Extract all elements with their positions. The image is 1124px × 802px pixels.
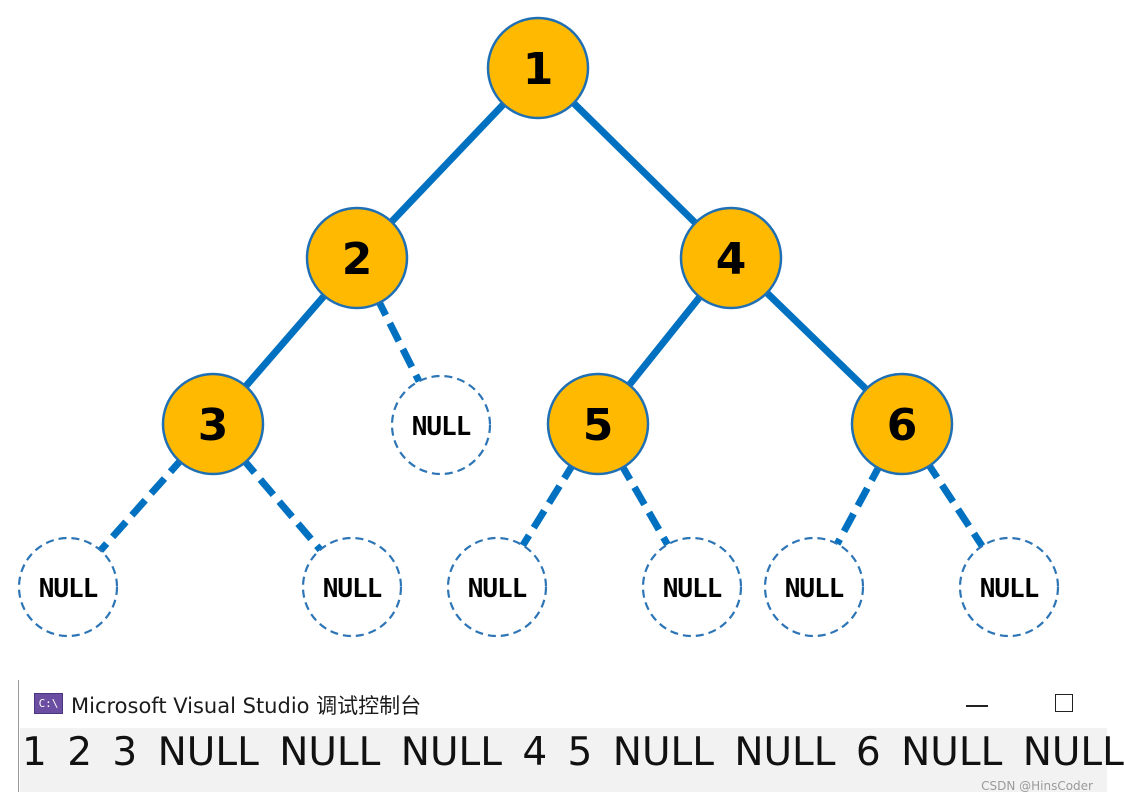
tree-node-6: 6 <box>850 372 954 476</box>
node-label: 1 <box>523 44 554 95</box>
null-node-circle <box>390 374 492 476</box>
null-node: NULL <box>958 536 1060 638</box>
null-node-label: NULL <box>663 574 722 604</box>
node-circle <box>546 372 650 476</box>
console-app-icon: C:\ <box>34 693 63 714</box>
edge-n2-null2r <box>373 295 427 392</box>
node-circle <box>679 206 783 310</box>
node-label: 2 <box>342 234 373 285</box>
edge-n4-n6 <box>760 286 876 399</box>
null-node-label: NULL <box>39 574 98 604</box>
null-node: NULL <box>17 536 119 638</box>
tree-node-5: 5 <box>546 372 650 476</box>
node-circle <box>850 372 954 476</box>
console-title: Microsoft Visual Studio 调试控制台 <box>71 694 422 718</box>
node-circle <box>161 372 265 476</box>
node-label: 4 <box>716 234 747 285</box>
edge-n1-n2 <box>382 97 511 232</box>
maximize-button[interactable] <box>1055 694 1073 712</box>
null-node: NULL <box>446 536 548 638</box>
node-circle <box>305 206 409 310</box>
null-node-label: NULL <box>785 574 844 604</box>
tree-node-2: 2 <box>305 206 409 310</box>
console-titlebar <box>18 680 1107 728</box>
console-output-area <box>20 728 1107 792</box>
null-node-circle <box>763 536 865 638</box>
null-node: NULL <box>390 374 492 476</box>
tree-node-1: 1 <box>486 16 590 120</box>
edge-n3-null3l <box>91 454 187 561</box>
null-node: NULL <box>301 536 403 638</box>
edge-n1-n4 <box>566 96 705 233</box>
null-node-circle <box>958 536 1060 638</box>
edge-n6-null6l <box>829 461 885 555</box>
tree-node-4: 4 <box>679 206 783 310</box>
node-label: 3 <box>198 400 229 451</box>
null-node: NULL <box>763 536 865 638</box>
null-node: NULL <box>641 536 743 638</box>
watermark: CSDN @HinsCoder <box>981 779 1093 793</box>
edge-n5-null5l <box>514 459 578 556</box>
edge-n2-n3 <box>236 288 331 397</box>
edge-n5-null5r <box>616 460 676 555</box>
null-node-circle <box>301 536 403 638</box>
null-node-circle <box>641 536 743 638</box>
node-label: 6 <box>887 400 918 451</box>
null-node-circle <box>446 536 548 638</box>
minimize-button[interactable] <box>966 705 988 707</box>
null-node-label: NULL <box>323 574 382 604</box>
null-node-label: NULL <box>468 574 527 604</box>
console-output-text: 1 2 3 NULL NULL NULL 4 5 NULL NULL 6 NUL… <box>22 730 1124 775</box>
node-label: 5 <box>583 400 614 451</box>
null-node-label: NULL <box>980 574 1039 604</box>
console-border <box>18 680 19 792</box>
null-node-circle <box>17 536 119 638</box>
edge-n4-n5 <box>620 290 707 395</box>
node-circle <box>486 16 590 120</box>
edge-n6-null6r <box>923 458 991 557</box>
tree-node-3: 3 <box>161 372 265 476</box>
edge-n3-null3r <box>238 455 330 560</box>
null-node-label: NULL <box>412 412 471 442</box>
